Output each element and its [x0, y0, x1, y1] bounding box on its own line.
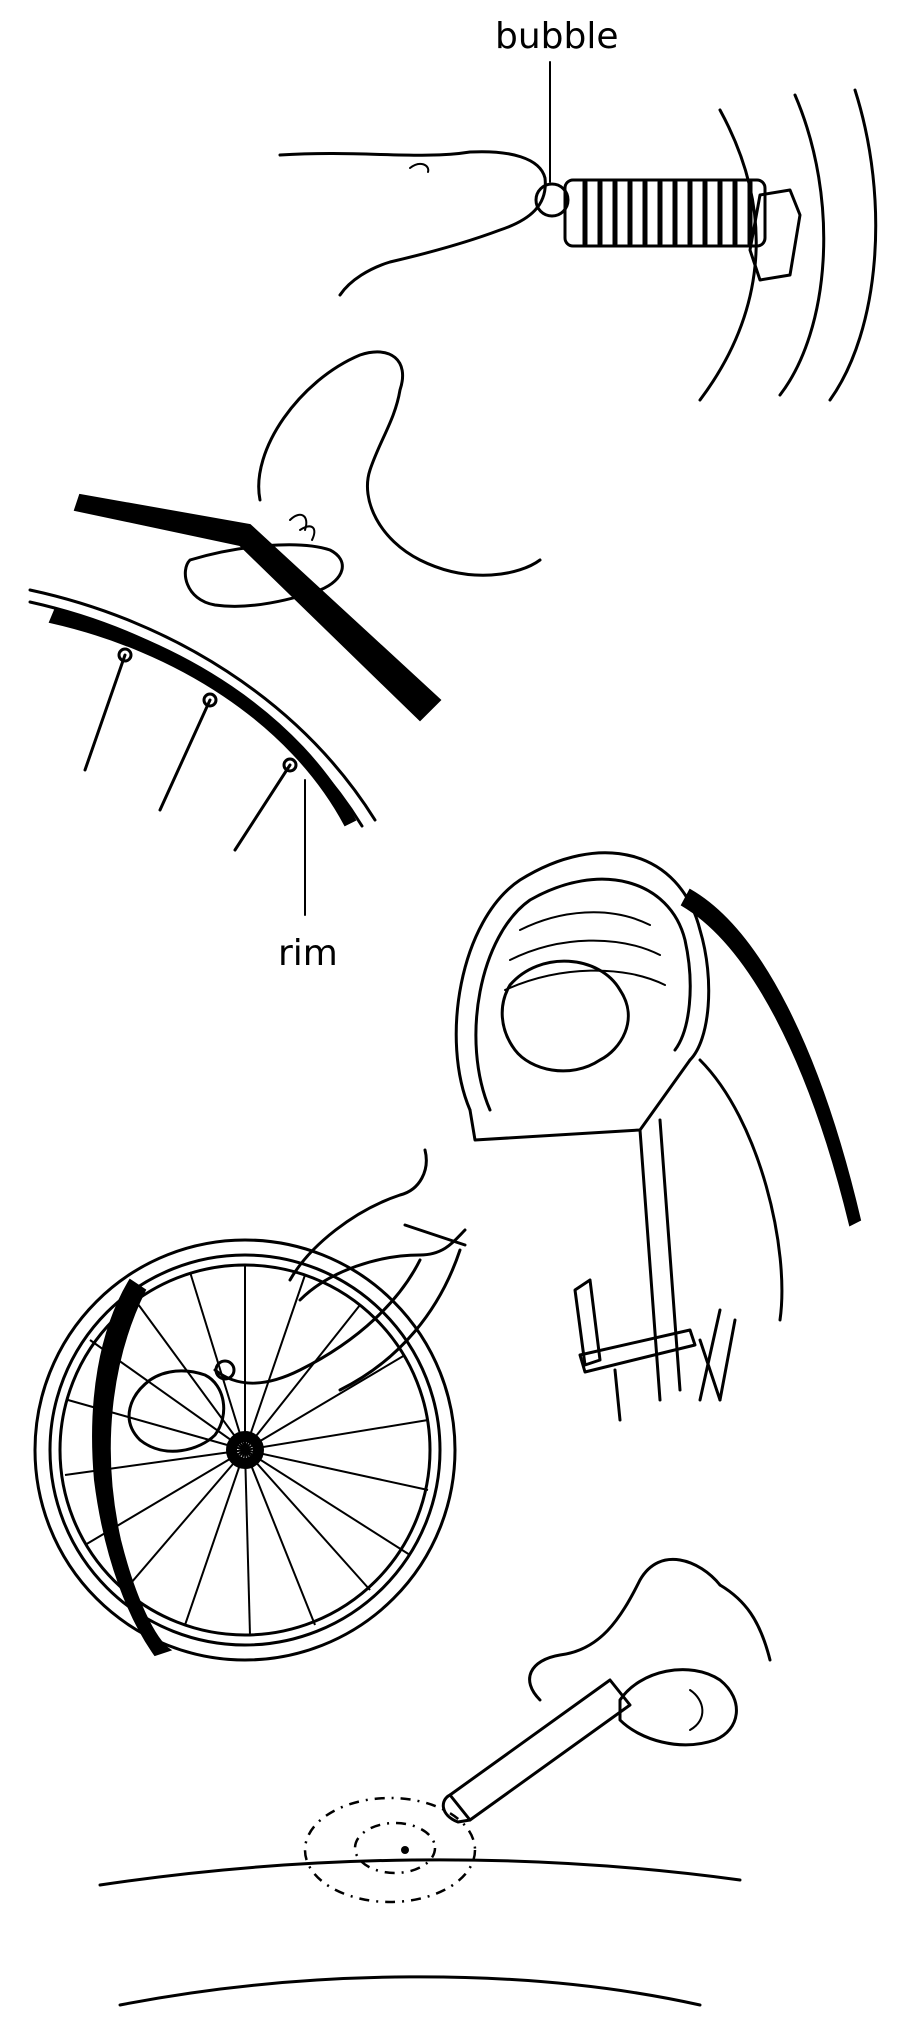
crayon-icon [448, 1678, 632, 1822]
tyre-section-icon [454, 851, 711, 1112]
tyre-cross-section-panel [454, 851, 862, 1422]
rim-outer-arc [28, 588, 377, 822]
finger-icon [278, 150, 547, 297]
inner-tube-icon [500, 959, 630, 1073]
thumb-icon [183, 543, 344, 608]
valve-stem-icon [573, 1278, 602, 1367]
bubble-label: bubble [495, 16, 619, 57]
inner-tube-pull-icon [92, 1278, 173, 1657]
valve-nut-icon [748, 188, 802, 282]
tube-edge-bottom [118, 1975, 702, 2007]
tyre-lever-icon [73, 493, 442, 722]
lower-hand-icon [127, 1369, 226, 1453]
marking-thumb-icon [618, 1668, 738, 1747]
valve-check-panel: bubble [278, 16, 878, 402]
puncture-mark-icon [401, 1846, 409, 1854]
wristwatch-icon [214, 1359, 236, 1381]
upper-hand-icon [288, 1148, 428, 1282]
hand-icon [257, 350, 542, 577]
tread-strip-icon [680, 888, 862, 1227]
valve-icon [563, 178, 767, 248]
lower-arm-icon [213, 1258, 422, 1385]
wrist-band [403, 1223, 467, 1247]
spokes [64, 1265, 429, 1636]
tyre-bead-icon [48, 608, 357, 827]
wheel-tube-removal-panel [33, 1148, 467, 1662]
puncture-marking-panel [98, 1558, 772, 2007]
tube-edge-top [98, 1858, 742, 1887]
marking-hand-icon [528, 1558, 722, 1702]
tyre-lever-panel: rim [28, 350, 542, 974]
puncture-ring [303, 1796, 477, 1904]
rim-label: rim [278, 933, 338, 974]
rim-section-icon [468, 1058, 692, 1142]
valve-threads [582, 179, 753, 247]
bubble-icon [534, 182, 570, 218]
wheel-icon [33, 1238, 457, 1662]
